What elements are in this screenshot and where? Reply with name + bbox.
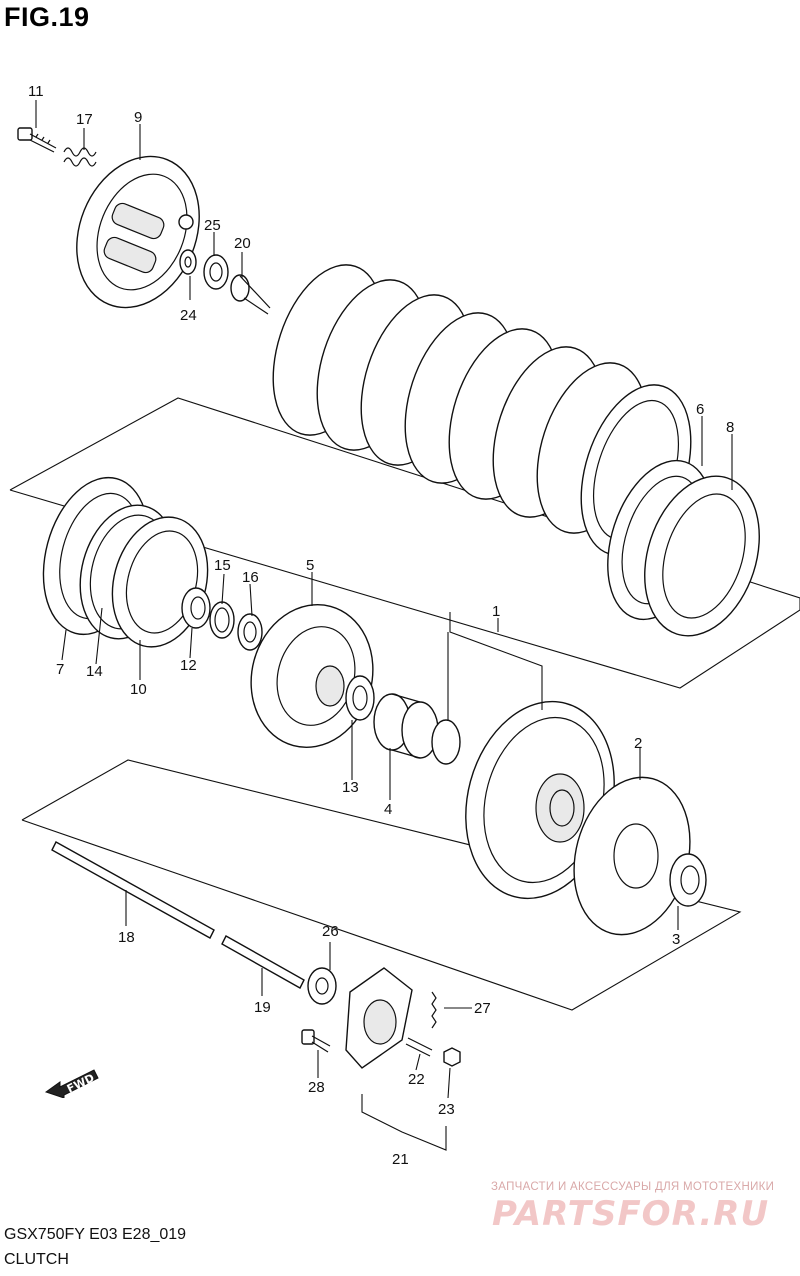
part-13-thrust-washer — [345, 675, 375, 721]
part-17-spring — [63, 147, 97, 167]
part-24-washer — [179, 249, 197, 275]
callout-16: 16 — [242, 569, 259, 586]
callout-27: 27 — [474, 1000, 491, 1017]
part-9-pressure-plate — [76, 155, 200, 309]
part-11-bolt — [17, 127, 57, 153]
part-12-nut — [181, 587, 211, 629]
callout-11: 11 — [28, 83, 44, 100]
callout-26: 26 — [322, 923, 339, 940]
part-23-nut — [443, 1047, 461, 1067]
part-27-return-spring — [431, 991, 437, 1029]
part-20-push-piece — [230, 274, 271, 315]
callout-7: 7 — [56, 661, 64, 678]
watermark-brand: PARTSFOR.RU — [492, 1194, 770, 1234]
part-18-push-rod — [51, 841, 215, 939]
callout-8: 8 — [726, 419, 734, 436]
callout-13: 13 — [342, 779, 359, 796]
callout-14: 14 — [86, 663, 103, 680]
figure-title: FIG.19 — [4, 2, 90, 32]
leader-lines — [35, 100, 733, 1151]
callout-24: 24 — [180, 307, 197, 324]
part-25-bearing — [203, 254, 229, 290]
callout-22: 22 — [408, 1071, 425, 1088]
callout-25: 25 — [204, 217, 221, 234]
callout-19: 19 — [254, 999, 271, 1016]
part-21-release-assembly — [345, 967, 413, 1069]
callout-15: 15 — [214, 557, 231, 574]
callout-3: 3 — [672, 931, 680, 948]
part-16-lock-washer — [237, 613, 263, 651]
callout-5: 5 — [306, 557, 314, 574]
callout-9: 9 — [134, 109, 142, 126]
fwd-direction-badge: FWD — [44, 1069, 99, 1098]
callout-17: 17 — [76, 111, 93, 128]
callout-12: 12 — [180, 657, 197, 674]
callout-10: 10 — [130, 681, 147, 698]
callout-4: 4 — [384, 801, 392, 818]
part-28-bolt — [301, 1029, 331, 1053]
model-code: GSX750FY E03 E28_019 — [4, 1226, 187, 1243]
part-19-push-rod — [221, 935, 305, 989]
watermark-tagline: ЗАПЧАСТИ И АКСЕССУАРЫ ДЛЯ МОТОТЕХНИКИ — [491, 1181, 775, 1193]
arrow-left-icon — [44, 1069, 99, 1098]
part-8-driven-plate — [644, 475, 760, 637]
part-22-screw — [405, 1037, 433, 1057]
callout-23: 23 — [438, 1101, 455, 1118]
callout-28: 28 — [308, 1079, 325, 1096]
part-15-washer — [209, 601, 235, 639]
fwd-label: FWD — [65, 1071, 97, 1095]
group-outline-clutch-pack — [9, 397, 800, 689]
part-4-needle-bearing — [373, 693, 439, 759]
group-outline-primary-gear — [21, 759, 742, 1011]
part-3-washer — [669, 853, 707, 907]
part-5-sleeve-hub — [250, 604, 374, 748]
callout-1: 1 — [492, 603, 500, 620]
callout-20: 20 — [234, 235, 251, 252]
callout-21: 21 — [392, 1151, 409, 1168]
callout-18: 18 — [118, 929, 135, 946]
section-name: CLUTCH — [4, 1251, 69, 1268]
callout-2: 2 — [634, 735, 642, 752]
part-1-spacer — [431, 719, 461, 765]
part-26-oil-seal — [307, 967, 337, 1005]
callout-6: 6 — [696, 401, 704, 418]
